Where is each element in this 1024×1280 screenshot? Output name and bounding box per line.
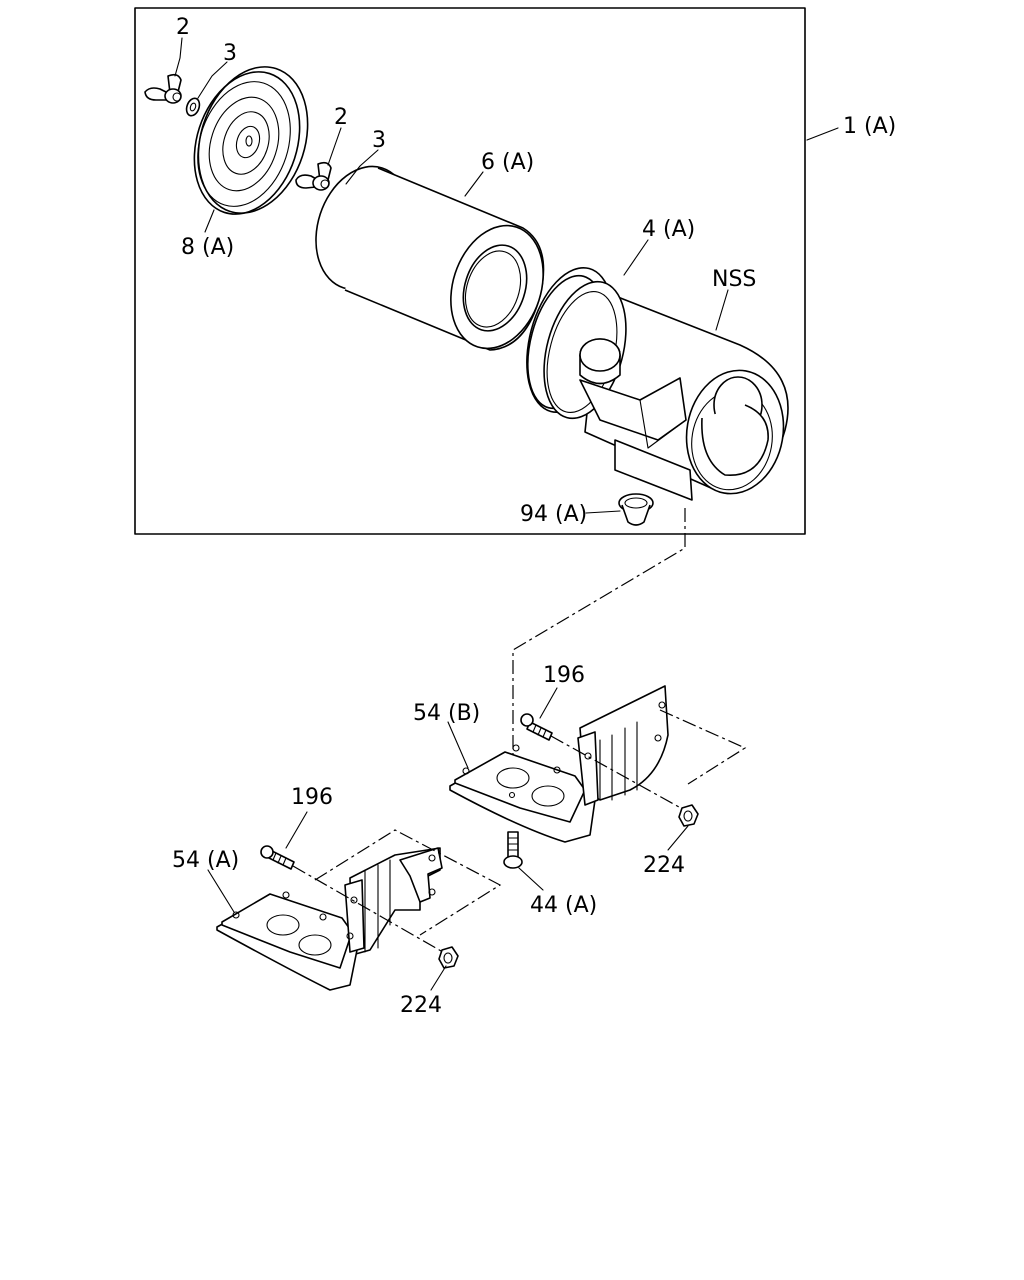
- bracket-a: [216, 847, 443, 991]
- label-bracket-a: 54 (A): [172, 848, 239, 873]
- leader-lines: [174, 37, 839, 991]
- bracket-b: [449, 685, 669, 843]
- cover-part: [193, 66, 309, 215]
- label-bolt-b: 196: [543, 663, 585, 688]
- label-bolt-a: 196: [291, 785, 333, 810]
- label-nut-a: 224: [400, 993, 442, 1018]
- air-cleaner-body: [526, 266, 789, 501]
- label-assembly: 1 (A): [843, 114, 896, 139]
- bolt-a: [260, 845, 295, 870]
- washer-top: [185, 97, 201, 117]
- label-washer-top: 3: [223, 41, 237, 66]
- valve-part: [618, 493, 654, 526]
- label-element: 6 (A): [481, 150, 534, 175]
- label-bracket-b: 54 (B): [413, 701, 480, 726]
- connection-line: [512, 508, 686, 790]
- label-nut-b: 224: [643, 853, 685, 878]
- axis-b: [550, 709, 747, 813]
- label-wing-nut-mid: 2: [334, 105, 348, 130]
- label-body: 4 (A): [642, 217, 695, 242]
- nut-b: [678, 804, 699, 827]
- filter-element: [315, 165, 545, 351]
- axis-a: [292, 829, 502, 956]
- nut-a: [438, 946, 459, 969]
- label-cover: 8 (A): [181, 235, 234, 260]
- bolt-b: [520, 713, 553, 741]
- label-washer-mid: 3: [372, 128, 386, 153]
- assembly-frame: [134, 7, 806, 535]
- wing-nut-top: [144, 73, 182, 104]
- wing-nut-mid: [295, 161, 332, 191]
- mount-bolt: [503, 831, 523, 869]
- label-mount-bolt: 44 (A): [530, 893, 597, 918]
- label-valve: 94 (A): [520, 502, 587, 527]
- label-nss: NSS: [712, 267, 756, 292]
- label-wing-nut-top: 2: [176, 15, 190, 40]
